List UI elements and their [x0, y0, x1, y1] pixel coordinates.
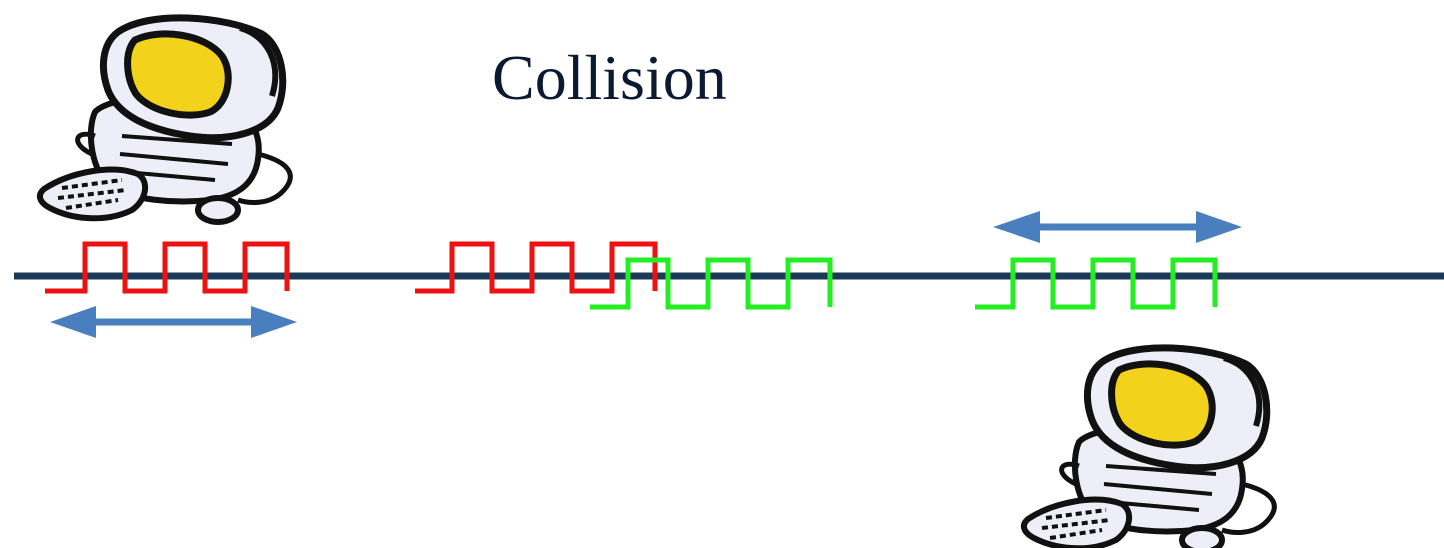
- double-headed-arrow-icon: [993, 211, 1242, 243]
- station-a-signal-propagating: [415, 241, 658, 294]
- station-a-signal-near: [45, 241, 290, 294]
- station-b-signal-near: [975, 257, 1218, 310]
- double-headed-arrow-icon: [50, 306, 297, 338]
- station-b-signal-colliding: [590, 257, 833, 310]
- station-b-computer-icon: [1024, 348, 1274, 548]
- diagram-title: Collision: [492, 42, 727, 113]
- station-a-computer-icon: [40, 18, 290, 222]
